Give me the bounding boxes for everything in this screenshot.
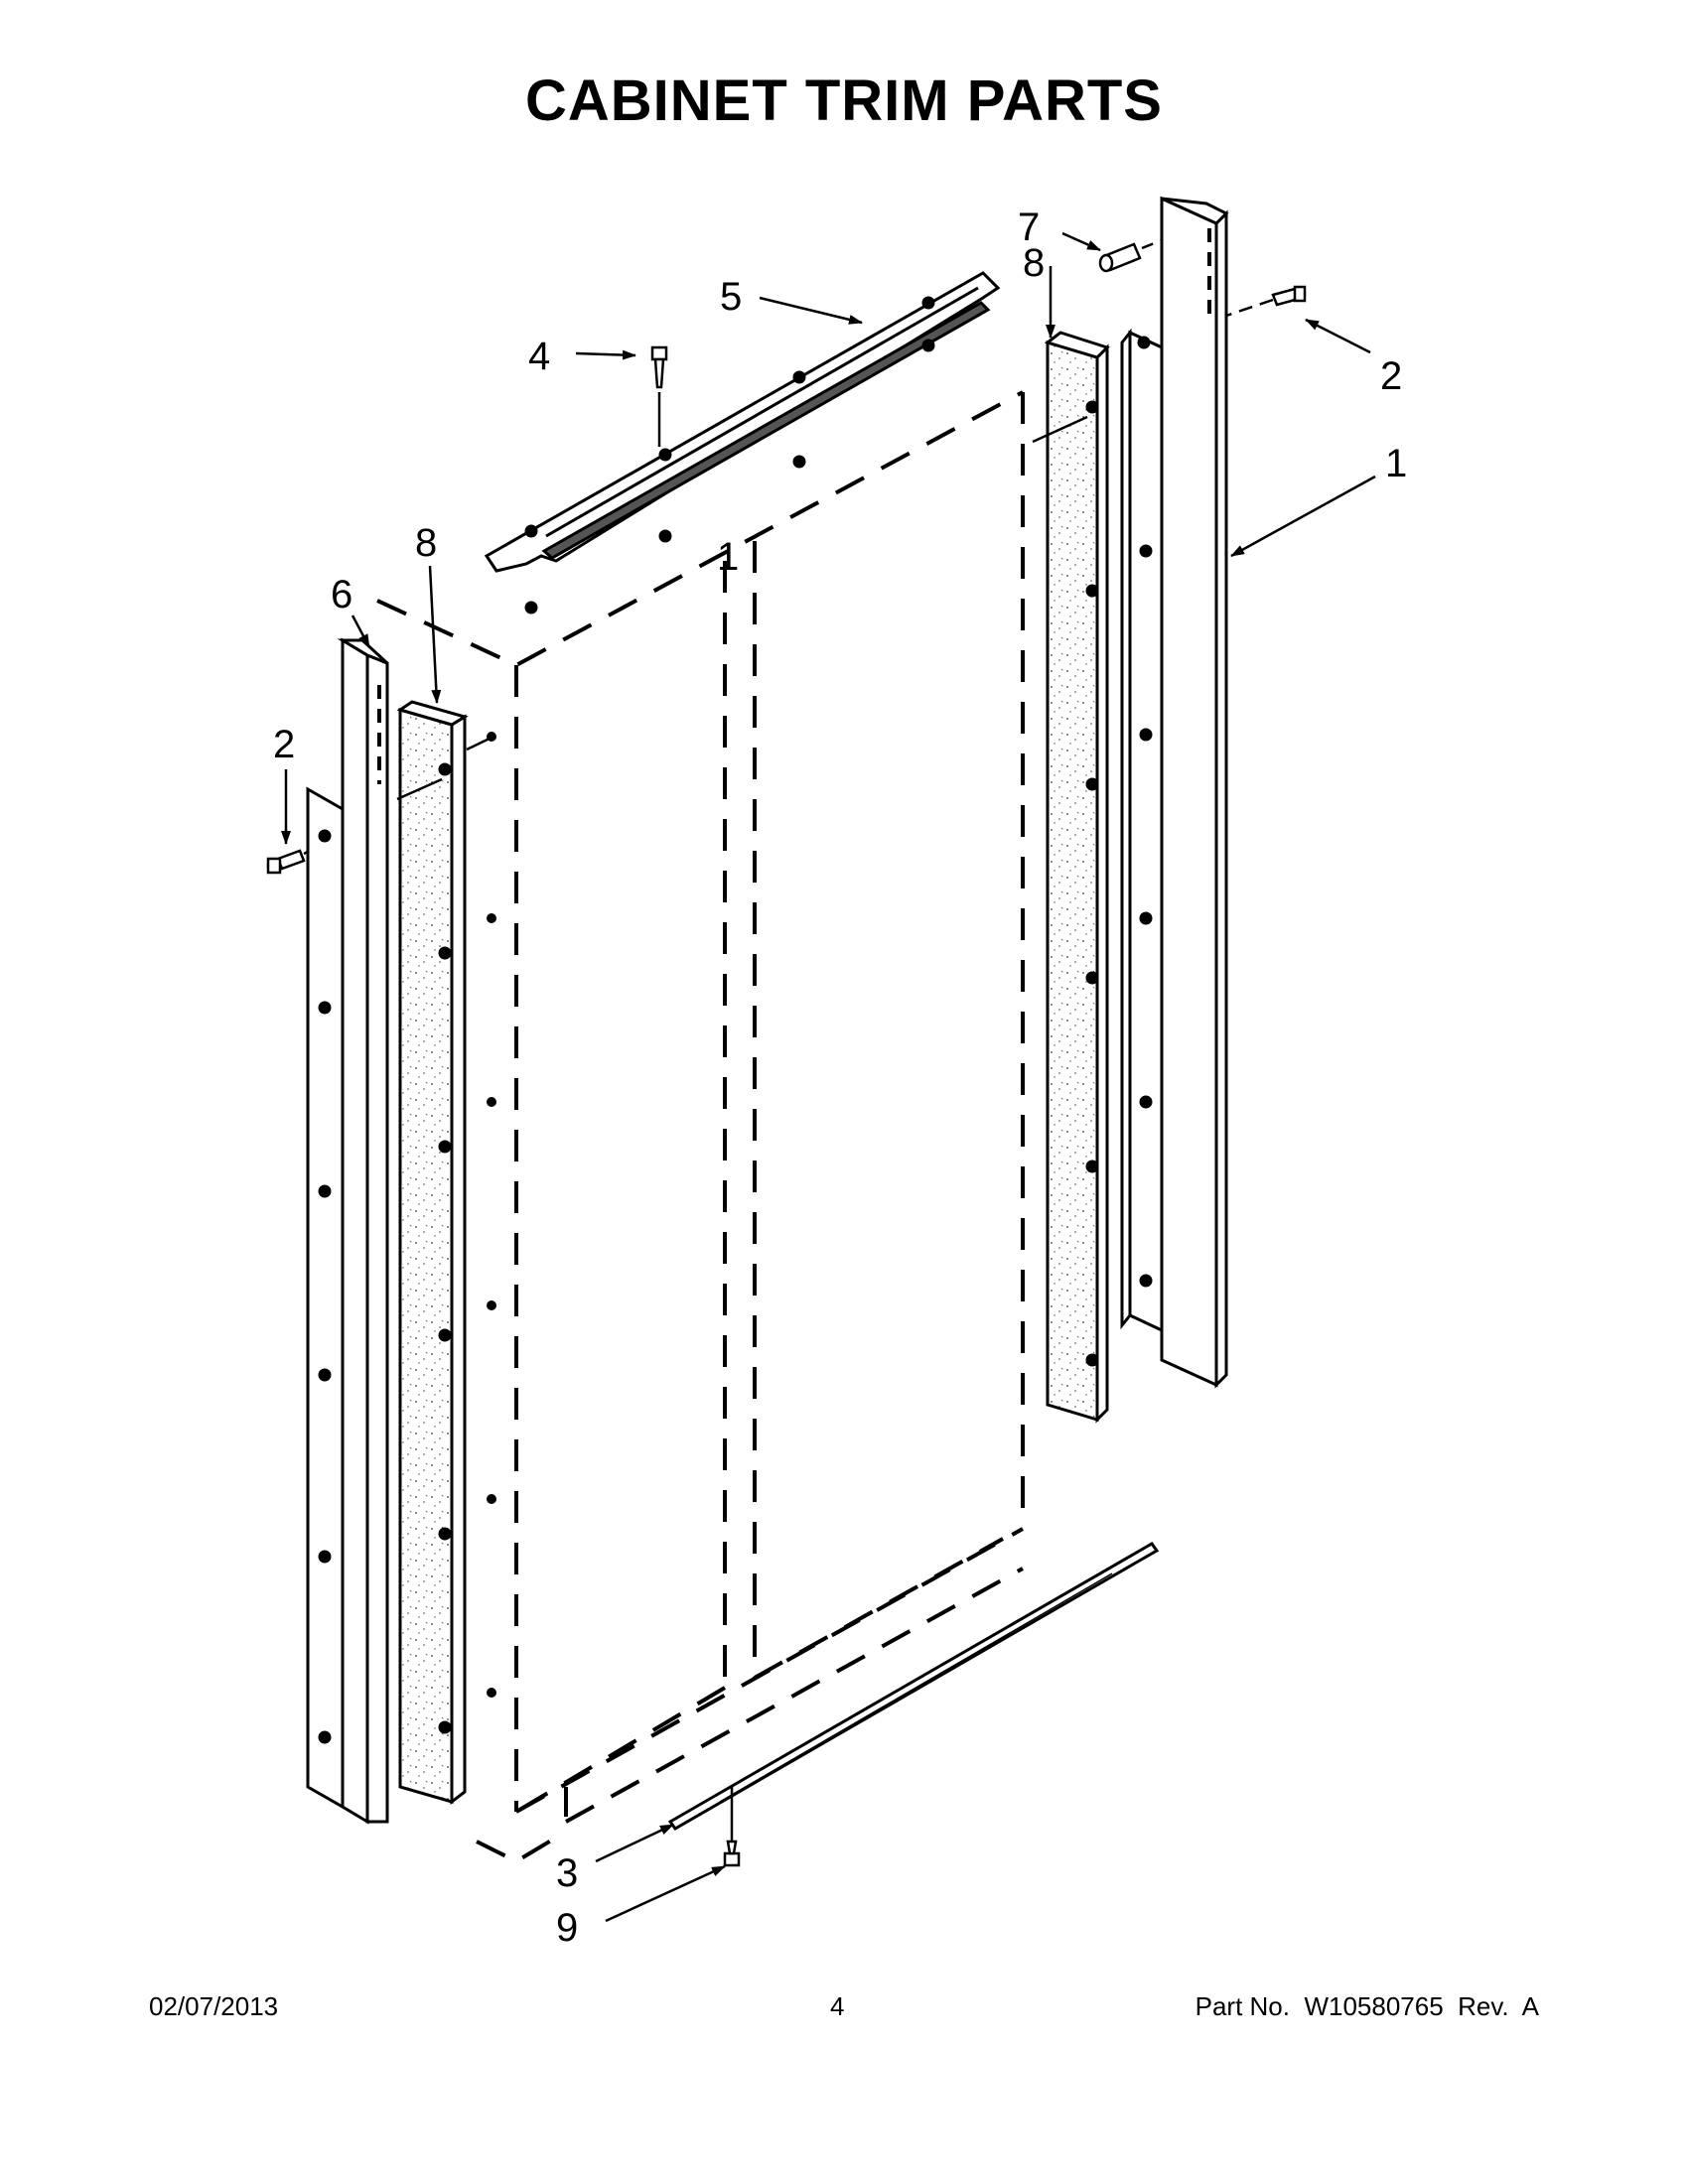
callout-9: 9 <box>556 1906 578 1950</box>
callout-4: 4 <box>528 335 550 378</box>
callout-5: 5 <box>720 275 742 319</box>
callout-2-left: 2 <box>273 723 295 766</box>
callout-8-right: 8 <box>1023 241 1045 285</box>
callout-3: 3 <box>556 1851 578 1895</box>
callout-7: 7 <box>1018 205 1040 249</box>
callout-2-right: 2 <box>1380 354 1402 398</box>
screw-part-4 <box>650 345 668 447</box>
left-gasket-leader <box>466 735 494 751</box>
cabinet-left-holes <box>487 732 496 1698</box>
right-gasket-part-8 <box>1032 331 1110 1424</box>
screw-part-9 <box>723 1787 741 1867</box>
footer-page-number: 4 <box>830 1991 845 2021</box>
callout-1: 1 <box>1385 442 1407 485</box>
page-title: CABINET TRIM PARTS <box>524 68 1163 133</box>
callout-leaders <box>281 231 1376 1923</box>
footer-part-info: Part No. W10580765 Rev. A <box>1195 1991 1539 2021</box>
top-rail-part-5 <box>484 271 1001 614</box>
right-flange-part-1 <box>1120 328 1164 1333</box>
footer-date: 02/07/2013 <box>149 1991 279 2021</box>
left-flange-part-6 <box>306 786 345 1810</box>
callout-6: 6 <box>331 573 352 616</box>
callout-8-left: 8 <box>415 521 437 565</box>
right-trim-part-1 <box>1160 196 1229 1389</box>
screw-part-2-right <box>1225 285 1307 318</box>
left-trim-part-6 <box>337 637 389 1825</box>
cabinet-outline <box>376 390 1025 1864</box>
left-gasket-part-8 <box>396 700 469 1806</box>
cabinet-mark-top: 1 <box>717 535 739 579</box>
